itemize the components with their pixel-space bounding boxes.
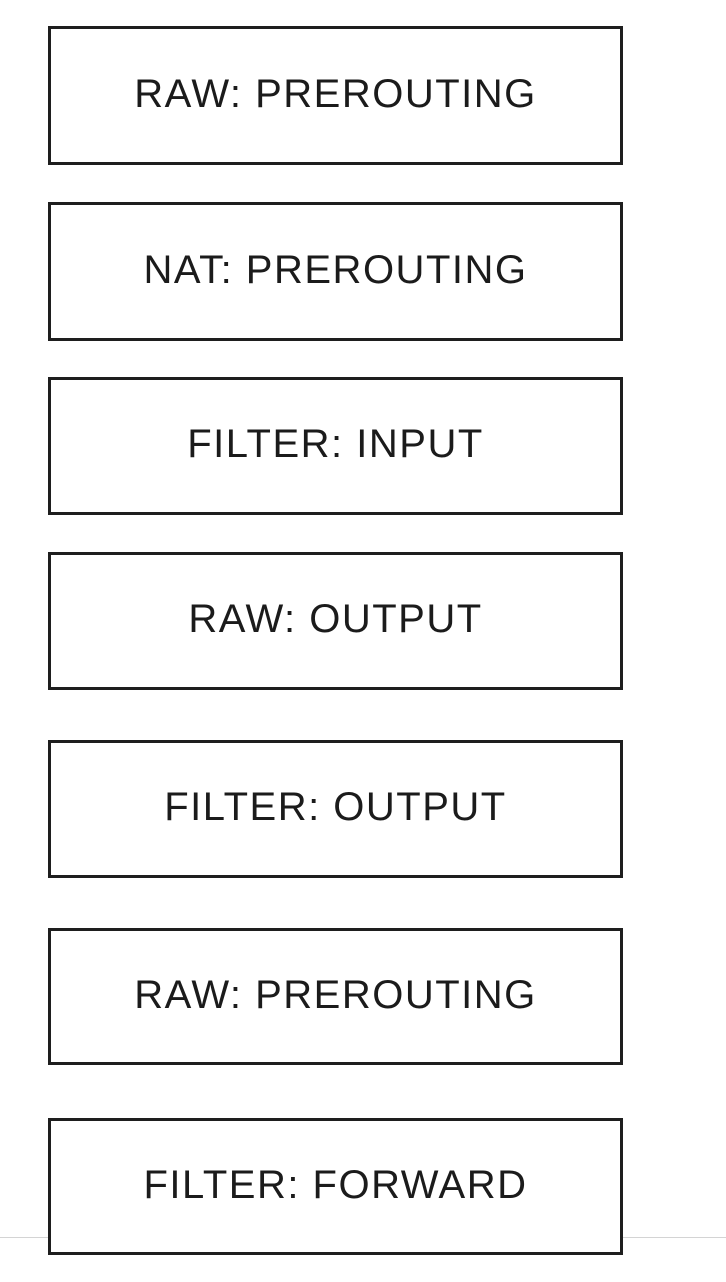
chain-box-label: RAW: OUTPUT bbox=[188, 597, 483, 641]
chain-box-label: FILTER: OUTPUT bbox=[164, 785, 507, 829]
chain-box-label: FILTER: FORWARD bbox=[143, 1162, 528, 1207]
chain-box[interactable]: RAW: PREROUTING bbox=[48, 928, 623, 1065]
chain-box[interactable]: RAW: OUTPUT bbox=[48, 552, 623, 690]
chain-box-label: RAW: PREROUTING bbox=[134, 972, 537, 1017]
chain-box[interactable]: FILTER: FORWARD bbox=[48, 1118, 623, 1255]
chain-box[interactable]: RAW: PREROUTING bbox=[48, 26, 623, 165]
chain-box[interactable]: FILTER: INPUT bbox=[48, 377, 623, 515]
chain-box-label: RAW: PREROUTING bbox=[134, 71, 537, 116]
chain-box[interactable]: NAT: PREROUTING bbox=[48, 202, 623, 341]
chain-box[interactable]: FILTER: OUTPUT bbox=[48, 740, 623, 878]
chain-box-label: FILTER: INPUT bbox=[187, 422, 484, 466]
chain-box-label: NAT: PREROUTING bbox=[143, 247, 528, 292]
